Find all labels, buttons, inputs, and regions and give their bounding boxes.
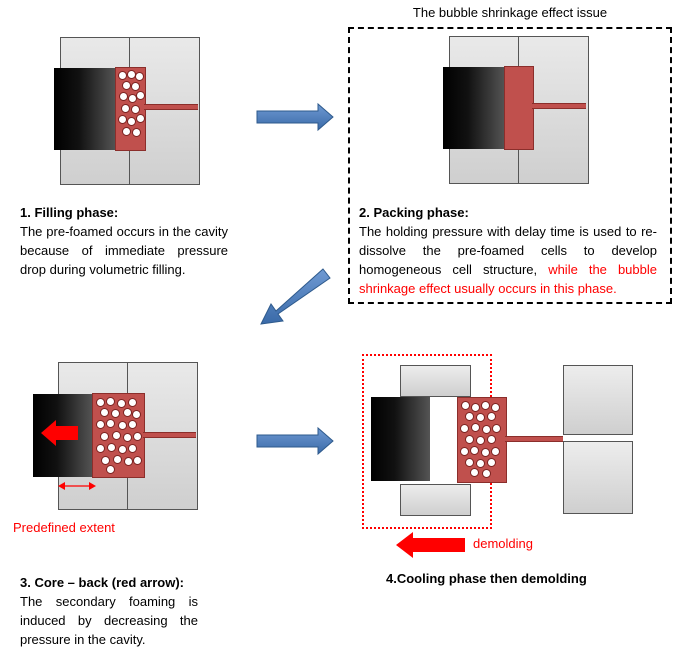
foam-cell (470, 468, 479, 477)
caption-packing: 2. Packing phase: The holding pressure w… (359, 203, 657, 298)
foam-cell (476, 413, 485, 422)
foam-cell (100, 408, 109, 417)
foam-cell (133, 432, 142, 441)
foam-cell (118, 445, 127, 454)
foam-cell (136, 114, 145, 123)
foam-cell (117, 399, 126, 408)
packed-part (504, 66, 534, 150)
foam-cell (471, 403, 480, 412)
predefined-label: Predefined extent (13, 520, 115, 535)
foam-cell (118, 71, 127, 80)
foam-cell (106, 419, 115, 428)
foam-cell (106, 465, 115, 474)
mold-plate-top-left (400, 365, 471, 397)
caption-filling: 1. Filling phase: The pre-foamed occurs … (20, 203, 228, 279)
foam-cell (487, 412, 496, 421)
foam-cell (107, 443, 116, 452)
foam-cell (96, 398, 105, 407)
caption-heading: 2. Packing phase: (359, 205, 469, 220)
foam-cell (111, 409, 120, 418)
foam-cell (131, 82, 140, 91)
foam-cell (487, 458, 496, 467)
foam-cell (118, 115, 127, 124)
core-block (54, 68, 116, 150)
foam-cell (132, 410, 141, 419)
flow-arrow-right-icon (256, 102, 334, 132)
shrinkage-warning: while the bubble shrinkage effect usuall… (359, 262, 657, 296)
foam-cell (460, 447, 469, 456)
foam-cell (481, 448, 490, 457)
foam-cell (491, 403, 500, 412)
foam-cell (132, 128, 141, 137)
sprue-runner (505, 436, 563, 442)
foam-cell (136, 91, 145, 100)
foam-cell (124, 457, 133, 466)
mold-plate-top-right (563, 365, 633, 435)
foam-cell (471, 423, 480, 432)
core-block (371, 397, 430, 481)
caption-cooling: 4.Cooling phase then demolding (386, 571, 587, 586)
foam-cell (491, 447, 500, 456)
foam-cell (96, 444, 105, 453)
foam-cell (135, 72, 144, 81)
foam-cell (465, 412, 474, 421)
foam-cell (106, 397, 115, 406)
foam-cell (487, 435, 496, 444)
foam-cell (118, 421, 127, 430)
foam-cell (101, 456, 110, 465)
foam-cell (470, 446, 479, 455)
flow-arrow-right-icon (256, 426, 334, 456)
demolding-label: demolding (473, 536, 533, 551)
foam-cell (123, 433, 132, 442)
foam-cell (460, 424, 469, 433)
mold-plate-bottom-left (400, 484, 471, 516)
caption-heading: 1. Filling phase: (20, 205, 119, 220)
foam-cell (481, 401, 490, 410)
foam-cell (112, 431, 121, 440)
caption-heading: 3. Core – back (red arrow): (20, 575, 184, 590)
sprue-runner (532, 103, 586, 109)
foam-cell (128, 420, 137, 429)
foam-cell (113, 455, 122, 464)
foam-cell (465, 458, 474, 467)
issue-dashed-box (348, 27, 672, 304)
foam-cell (123, 408, 132, 417)
foam-cell (465, 435, 474, 444)
foam-cell (131, 105, 140, 114)
foam-cell (100, 432, 109, 441)
foam-cell (128, 398, 137, 407)
foam-cell (96, 420, 105, 429)
sprue-runner (143, 432, 196, 438)
caption-body: The secondary foaming is induced by decr… (20, 594, 198, 647)
foam-cell (122, 81, 131, 90)
demolding-arrow-icon (396, 532, 465, 558)
foam-cell (122, 127, 131, 136)
foam-cell (482, 469, 491, 478)
foam-cell (461, 401, 470, 410)
sprue-runner (144, 104, 198, 110)
caption-body: The pre-foamed occurs in the cavity beca… (20, 224, 228, 277)
mold-plate-bottom-right (563, 441, 633, 514)
foam-cell (127, 117, 136, 126)
core-block (33, 394, 93, 477)
foam-cell (133, 456, 142, 465)
flow-arrow-diagonal-icon (260, 268, 331, 325)
foam-cell (476, 459, 485, 468)
caption-coreback: 3. Core – back (red arrow): The secondar… (20, 573, 198, 649)
core-block (443, 67, 505, 149)
foam-cell (119, 92, 128, 101)
foam-cell (121, 104, 130, 113)
issue-title: The bubble shrinkage effect issue (412, 5, 608, 20)
foam-cell (482, 425, 491, 434)
caption-body: The holding pressure with delay time is … (359, 224, 657, 296)
foam-cell (492, 424, 501, 433)
foam-cell (128, 444, 137, 453)
foam-cell (476, 436, 485, 445)
